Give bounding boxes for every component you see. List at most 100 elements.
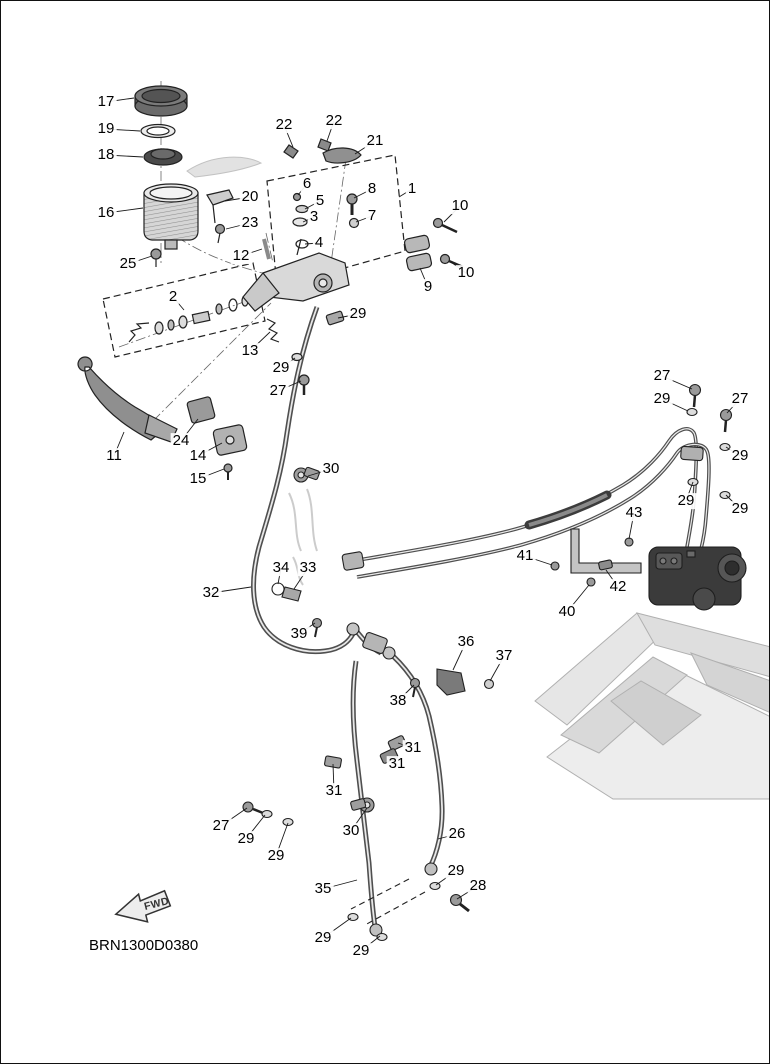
callout-29: 29 [265, 847, 287, 865]
frame-ghost-image [534, 612, 769, 800]
callout-29: 29 [235, 830, 257, 848]
callout-27: 27 [729, 390, 751, 408]
callout-1: 1 [405, 180, 419, 198]
callout-35: 35 [312, 880, 334, 898]
callout-33: 33 [297, 559, 319, 577]
pin-12 [262, 238, 271, 260]
callout-2: 2 [166, 288, 180, 306]
callout-18: 18 [95, 146, 117, 164]
abs-assembly [550, 528, 747, 611]
callout-29: 29 [270, 359, 292, 377]
guide-21 [322, 147, 362, 164]
callout-24: 24 [170, 432, 192, 450]
callout-8: 8 [365, 180, 379, 198]
reservoir-assembly [134, 85, 234, 267]
callout-40: 40 [556, 603, 578, 621]
diaphragm-plate [140, 123, 176, 139]
bolt-40 [586, 577, 596, 587]
callout-14: 14 [187, 447, 209, 465]
callout-16: 16 [95, 204, 117, 222]
callout-29: 29 [651, 390, 673, 408]
callout-31: 31 [402, 739, 424, 757]
nut-37 [483, 678, 495, 690]
callout-29: 29 [729, 447, 751, 465]
bushing-24 [186, 396, 216, 424]
reservoir-cap [134, 85, 188, 117]
callout-9: 9 [421, 278, 435, 296]
fwd-arrow [114, 889, 172, 923]
callout-17: 17 [95, 93, 117, 111]
callout-30: 30 [340, 822, 362, 840]
callout-25: 25 [117, 255, 139, 273]
callout-28: 28 [467, 877, 489, 895]
callout-29: 29 [347, 305, 369, 323]
callout-5: 5 [313, 192, 327, 210]
callout-7: 7 [365, 207, 379, 225]
callout-30: 30 [320, 460, 342, 478]
junction-fittings [341, 551, 396, 660]
callout-29: 29 [312, 929, 334, 947]
callout-27: 27 [651, 367, 673, 385]
lever-assembly [77, 356, 248, 480]
callout-37: 37 [493, 647, 515, 665]
callout-3: 3 [307, 208, 321, 226]
abs-bracket [550, 528, 642, 587]
screw-15 [223, 463, 233, 480]
diaphragm [143, 148, 183, 166]
callout-20: 20 [239, 188, 261, 206]
clip-42 [598, 559, 613, 571]
callout-22: 22 [323, 112, 345, 130]
clip-22a [283, 144, 299, 159]
bolt-8 [346, 193, 358, 215]
clamp-bolt-10a [432, 217, 458, 234]
clamps-fasteners [242, 466, 495, 942]
callout-6: 6 [300, 175, 314, 193]
callout-29: 29 [445, 862, 467, 880]
reservoir-screw [150, 248, 162, 267]
callout-4: 4 [312, 234, 326, 252]
callout-43: 43 [623, 504, 645, 522]
bolt-41 [550, 561, 560, 571]
banjo-26 [424, 862, 438, 876]
callout-41: 41 [514, 547, 536, 565]
callout-12: 12 [230, 247, 252, 265]
brake-lever [77, 356, 165, 441]
callout-11: 11 [104, 447, 124, 465]
callout-27: 27 [267, 382, 289, 400]
callout-29: 29 [729, 500, 751, 518]
callout-29: 29 [350, 942, 372, 960]
callout-27: 27 [210, 817, 232, 835]
callout-26: 26 [446, 825, 468, 843]
washer-29-g [686, 407, 698, 417]
callout-22: 22 [273, 116, 295, 134]
callout-29: 29 [675, 492, 697, 510]
callout-19: 19 [95, 120, 117, 138]
callout-10: 10 [455, 264, 477, 282]
callout-34: 34 [270, 559, 292, 577]
assembly-box-2 [102, 262, 266, 358]
callout-10: 10 [449, 197, 471, 215]
bracket-36 [436, 668, 466, 696]
pipe-fasteners-right [680, 383, 733, 500]
callout-32: 32 [200, 584, 222, 602]
piston-kit [128, 295, 249, 343]
stay-screw [214, 223, 226, 244]
bolt-27-a [298, 374, 310, 395]
callout-15: 15 [187, 470, 209, 488]
reservoir-body [143, 183, 199, 250]
spring-13 [266, 318, 280, 343]
master-cylinder-assembly [102, 138, 464, 395]
callout-38: 38 [387, 692, 409, 710]
callout-39: 39 [288, 625, 310, 643]
callout-42: 42 [607, 578, 629, 596]
bar-clamp-9 [403, 234, 433, 272]
callout-36: 36 [455, 633, 477, 651]
callout-21: 21 [364, 132, 386, 150]
pipe-clamp-right [680, 445, 704, 462]
bolt-27-tr1 [688, 383, 702, 408]
callout-13: 13 [239, 342, 261, 360]
callout-23: 23 [239, 214, 261, 232]
